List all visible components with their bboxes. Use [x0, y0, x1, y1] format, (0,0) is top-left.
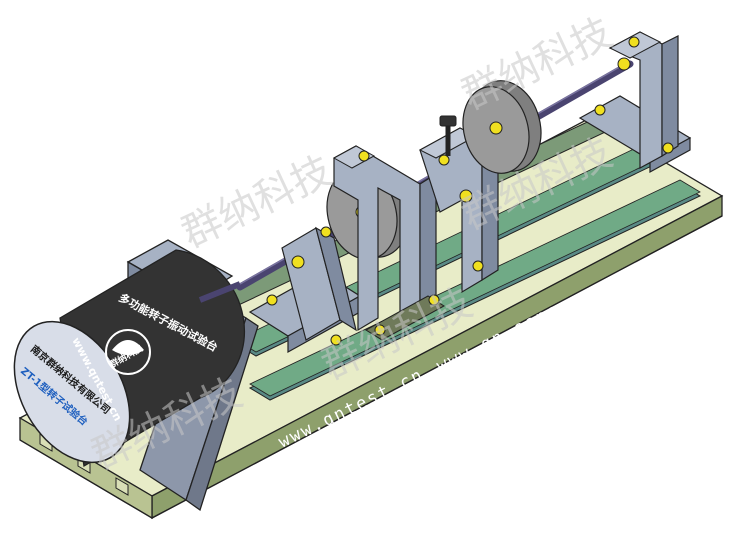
yoke-base — [365, 295, 445, 341]
motor-end-face — [13, 320, 131, 464]
motor-logo-icon — [105, 329, 151, 375]
bolt-icon — [489, 121, 503, 135]
bolt-icon — [374, 324, 386, 336]
bolt-icon — [617, 57, 631, 71]
bearing-support-1 — [248, 226, 362, 354]
base-slot — [115, 477, 129, 496]
bolt-icon — [428, 294, 440, 306]
base-bottom-edge — [19, 215, 723, 519]
bolt-icon — [358, 150, 370, 162]
bolt-icon — [472, 260, 484, 272]
yoke-front — [333, 145, 421, 332]
end-support-pillar-side — [661, 35, 679, 158]
watermark: 群纳科技 — [455, 10, 619, 119]
bolt-icon — [662, 142, 674, 154]
bolt-icon — [320, 226, 332, 238]
bolt-icon — [594, 104, 606, 116]
motor-shaft-stub — [198, 281, 242, 303]
bolt-icon — [330, 334, 342, 346]
end-support — [578, 31, 692, 174]
adjust-screw-knob — [439, 115, 457, 127]
motor-logo-swoosh-icon — [112, 340, 144, 355]
bolt-icon — [266, 294, 278, 306]
rail-front-top — [249, 179, 701, 397]
bolt-icon — [459, 189, 473, 203]
bolt-icon — [628, 36, 640, 48]
bolt-icon — [438, 154, 450, 166]
bearing-support-2 — [332, 145, 445, 341]
bolt-icon — [291, 255, 305, 269]
motor: 群纳科技 多功能转子振动试验台 www.qntest.cn 南京群纳科技有限公司… — [13, 249, 245, 468]
rotor-disc-2 — [462, 80, 542, 174]
